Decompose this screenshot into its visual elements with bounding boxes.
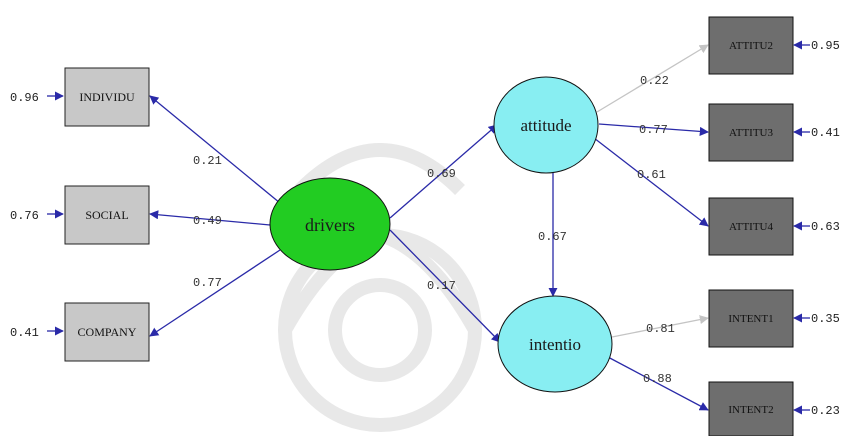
error-value-individu: 0.96 [10,91,39,105]
error-value-company: 0.41 [10,326,39,340]
watermark-arc [295,142,465,195]
error-value-attitu3: 0.41 [811,126,840,140]
path-drivers-social [149,210,271,226]
observed-label-attitu4: ATTITU4 [729,221,773,233]
latent-node-attitude: attitude [493,76,599,174]
observed-label-attitu2: ATTITU2 [729,40,773,52]
observed-box-attitu4: ATTITU4 [708,197,794,256]
observed-box-company: COMPANY [64,302,150,362]
observed-box-individu: INDIVIDU [64,67,150,127]
path-drivers-company [149,249,281,337]
coef-drivers-individu: 0.21 [193,154,222,168]
coefficients: 0.21 0.49 0.77 0.69 0.17 0.67 0.22 0.77 … [193,74,675,386]
latent-label-attitude: attitude [521,116,572,135]
observed-label-company: COMPANY [78,325,137,339]
coef-attitude-attitu4: 0.61 [637,168,666,182]
observed-box-attitu3: ATTITU3 [708,103,794,162]
watermark-ring-inner [328,278,432,382]
coef-intentio-intent2: 0.88 [643,372,672,386]
path-attitude-attitu4 [593,137,709,227]
error-value-attitu4: 0.63 [811,220,840,234]
error-value-intent1: 0.35 [811,312,840,326]
latent-node-drivers: drivers [269,177,391,271]
observed-label-intent2: INTENT2 [728,404,773,416]
path-drivers-attitude [389,124,498,219]
observed-box-social: SOCIAL [64,185,150,245]
coef-attitude-attitu2: 0.22 [640,74,669,88]
observed-label-social: SOCIAL [85,208,128,222]
error-value-attitu2: 0.95 [811,39,840,53]
coef-drivers-company: 0.77 [193,276,222,290]
observed-label-individu: INDIVIDU [79,90,135,104]
coef-attitude-intentio: 0.67 [538,230,567,244]
error-value-social: 0.76 [10,209,39,223]
path-lines [149,44,709,411]
latent-label-drivers: drivers [305,215,355,235]
path-drivers-intentio [389,229,501,343]
coef-drivers-intentio: 0.17 [427,279,456,293]
observed-label-attitu3: ATTITU3 [729,127,773,139]
error-variances: 0.96 0.76 0.41 0.95 0.41 0.63 0.35 0.23 [10,39,840,418]
coef-intentio-intent1: 0.81 [646,322,675,336]
coef-attitude-attitu3: 0.77 [639,123,668,137]
path-intentio-intent2 [605,355,709,411]
observed-box-attitu2: ATTITU2 [708,16,794,75]
path-attitude-attitu3 [598,123,709,136]
observed-box-intent2: INTENT2 [708,381,794,436]
latent-label-intentio: intentio [529,335,581,354]
observed-label-intent1: INTENT1 [728,313,773,325]
path-intentio-intent1 [611,315,709,338]
path-attitude-attitu2 [596,44,709,113]
latent-node-intentio: intentio [497,295,613,393]
coef-drivers-social: 0.49 [193,214,222,228]
error-arrows [47,40,810,415]
observed-box-intent1: INTENT1 [708,289,794,348]
coef-drivers-attitude: 0.69 [427,167,456,181]
path-drivers-individu [149,95,281,204]
error-value-intent2: 0.23 [811,404,840,418]
